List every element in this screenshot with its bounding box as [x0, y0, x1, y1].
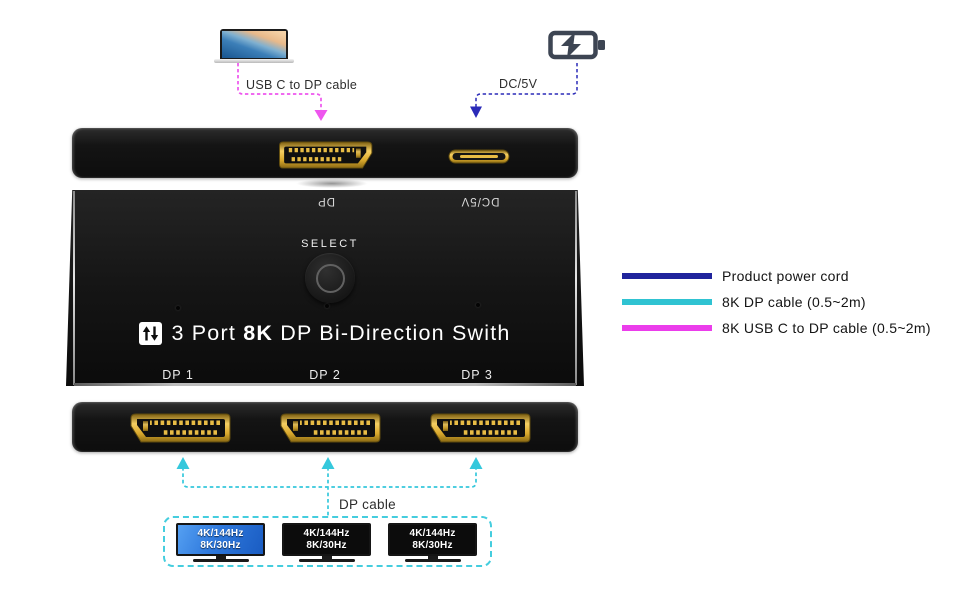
select-button: [305, 253, 355, 303]
usb-c-cable-label: USB C to DP cable: [246, 78, 358, 92]
back-label-dp: DP: [317, 195, 335, 207]
port-label-dp2: DP 2: [309, 368, 341, 382]
legend-line-cyan: [622, 299, 712, 305]
monitor-3-line2: 8K/30Hz: [412, 539, 453, 551]
usb-c-arrowhead: [314, 110, 328, 121]
battery-charging-icon: [548, 30, 605, 60]
title-prefix: 3 Port: [171, 321, 244, 345]
legend-label-dp-cable: 8K DP cable (0.5~2m): [722, 294, 866, 310]
dc-power-label: DC/5V: [499, 77, 538, 91]
legend-row-usbc-cable: 8K USB C to DP cable (0.5~2m): [622, 319, 931, 337]
port-label-dp3: DP 3: [461, 368, 493, 382]
back-label-dc5v: DC/5V: [460, 195, 500, 207]
legend-row-dp-cable: 8K DP cable (0.5~2m): [622, 293, 866, 311]
panel-shadow: [296, 179, 368, 188]
usb-c-power-port-icon: [448, 149, 510, 164]
monitor-3-bezel: 4K/144Hz 8K/30Hz: [388, 523, 477, 556]
dp-output-port-3-icon: [424, 413, 532, 443]
device-front-panel: [72, 402, 578, 452]
select-label: SELECT: [301, 238, 359, 250]
monitor-2: 4K/144Hz 8K/30Hz: [282, 523, 371, 562]
monitor-1: 4K/144Hz 8K/30Hz: [176, 523, 265, 562]
dp-cable-label: DP cable: [339, 497, 396, 512]
dp-input-port-icon: [275, 141, 381, 169]
legend-line-navy: [622, 273, 712, 279]
bi-direction-arrows-icon: [139, 322, 163, 345]
monitor-2-base: [298, 559, 355, 562]
device-bottom-edge: [74, 383, 576, 386]
power-arrowhead: [470, 106, 482, 118]
device-left-edge: [73, 191, 75, 385]
port-label-dp1: DP 1: [162, 368, 194, 382]
laptop-wallpaper: [222, 31, 286, 58]
monitor-1-base: [192, 559, 249, 562]
monitor-2-line1: 4K/144Hz: [303, 528, 350, 539]
device-title: 3 Port 8K DP Bi-Direction Swith: [171, 321, 510, 346]
device-title-row: 3 Port 8K DP Bi-Direction Swith: [66, 321, 584, 346]
laptop-icon: [214, 29, 294, 65]
monitor-1-line1: 4K/144Hz: [197, 528, 244, 539]
monitor-3-line1: 4K/144Hz: [409, 528, 456, 539]
dp-output-port-1-icon: [124, 413, 232, 443]
title-8k: 8K: [243, 321, 274, 345]
dp-arrowhead-1: [176, 457, 190, 469]
monitor-3-base: [404, 559, 461, 562]
led-indicator-2: [325, 304, 329, 308]
monitor-3-screen: 4K/144Hz 8K/30Hz: [390, 525, 475, 554]
monitor-2-line2: 8K/30Hz: [306, 539, 347, 551]
led-indicator-1: [176, 306, 180, 310]
dp-arrowhead-2: [321, 457, 335, 469]
device-right-edge: [575, 191, 577, 385]
monitor-1-foot: [215, 556, 226, 559]
monitor-3: 4K/144Hz 8K/30Hz: [388, 523, 477, 562]
device-top-view: DP DC/5V SELECT 3 Port 8K DP Bi-Directio…: [66, 190, 584, 386]
dp-cable-path: [182, 467, 477, 488]
monitor-2-foot: [321, 556, 332, 559]
select-button-ring: [315, 263, 345, 293]
legend-label-usbc-cable: 8K USB C to DP cable (0.5~2m): [722, 320, 931, 336]
title-suffix: DP Bi-Direction Swith: [273, 321, 511, 345]
led-indicator-3: [476, 303, 480, 307]
monitor-1-line2: 8K/30Hz: [200, 539, 241, 551]
laptop-screen: [220, 29, 288, 60]
laptop-base: [214, 59, 294, 63]
monitor-3-foot: [427, 556, 438, 559]
legend-line-magenta: [622, 325, 712, 331]
dp-arrowhead-3: [469, 457, 483, 469]
monitor-1-bezel: 4K/144Hz 8K/30Hz: [176, 523, 265, 556]
device-back-panel: [72, 128, 578, 178]
monitor-2-screen: 4K/144Hz 8K/30Hz: [284, 525, 369, 554]
monitor-2-bezel: 4K/144Hz 8K/30Hz: [282, 523, 371, 556]
dp-output-port-2-icon: [274, 413, 382, 443]
monitors-group-box: [163, 516, 492, 567]
monitor-1-screen: 4K/144Hz 8K/30Hz: [178, 525, 263, 554]
legend-row-power-cord: Product power cord: [622, 267, 849, 285]
legend-label-power-cord: Product power cord: [722, 268, 849, 284]
